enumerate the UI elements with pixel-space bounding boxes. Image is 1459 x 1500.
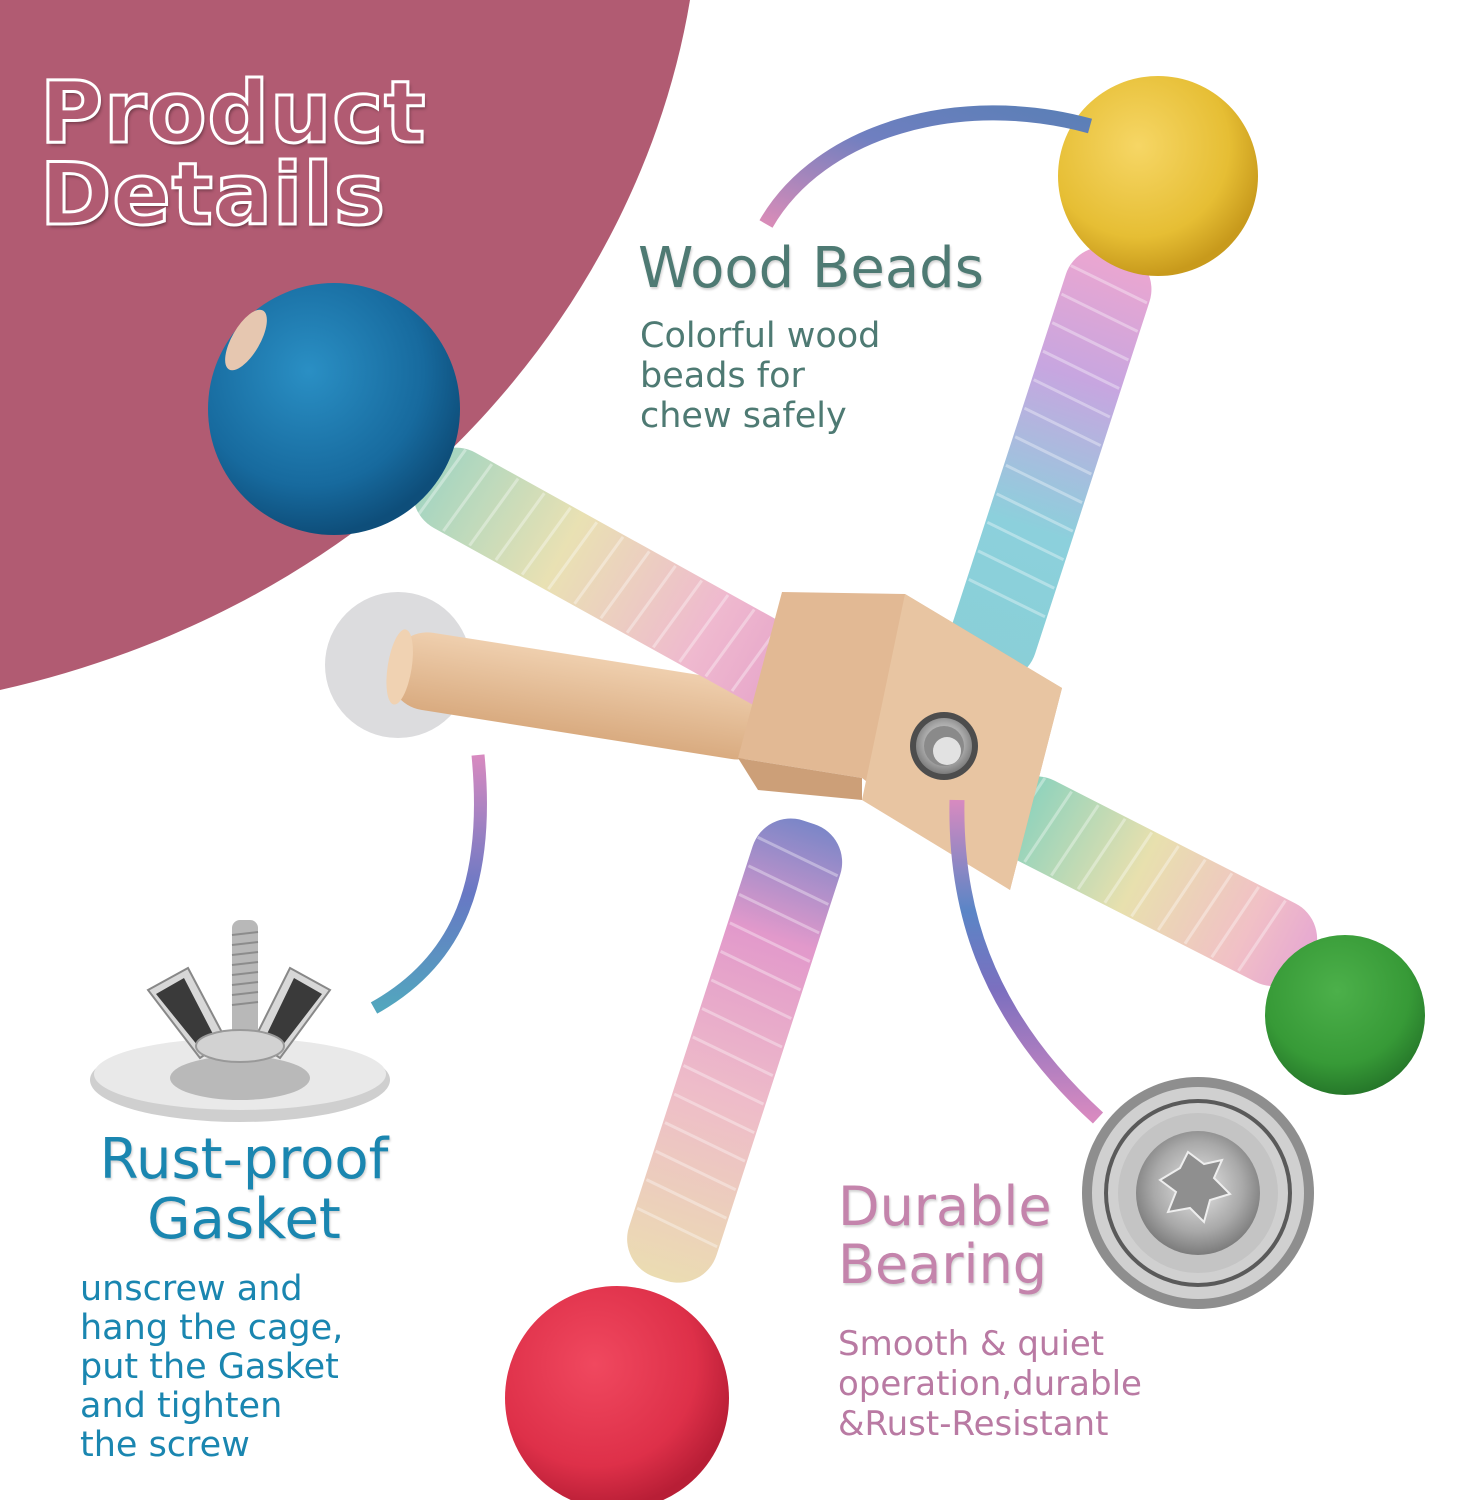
bead-green [1265, 935, 1425, 1095]
rope-arm-top-left [413, 447, 838, 722]
title-line-2: Details [38, 145, 387, 245]
wing-nut-gasket [90, 920, 390, 1122]
rope-arm-bottom-left [627, 818, 843, 1283]
feature-heading-gasket: Rust-proof Gasket [99, 1127, 389, 1252]
rope-arm-top-right [949, 246, 1152, 682]
callout-line-gasket [370, 754, 487, 1014]
feature-body-wood-beads: Colorful wood beads for chew safely [640, 316, 881, 436]
feature-body-bearing: Smooth & quiet operation,durable &Rust-R… [838, 1324, 1142, 1444]
feature-body-gasket: unscrew and hang the cage, put the Gaske… [80, 1269, 344, 1465]
bead-red [505, 1286, 729, 1500]
page-title: Product Details [38, 63, 427, 245]
callout-line-wood-beads [759, 105, 1092, 228]
bead-blue [208, 283, 460, 535]
rope-arm-bottom-right [992, 776, 1318, 987]
bead-yellow [1058, 76, 1258, 276]
feature-heading-wood-beads: Wood Beads [638, 236, 984, 301]
callout-line-bearing [949, 799, 1104, 1124]
bearing-closeup [1082, 1077, 1314, 1309]
wood-dowel [386, 629, 776, 760]
center-bearing-bolt [910, 712, 978, 780]
title-line-1: Product [38, 63, 427, 163]
feature-heading-bearing: Durable Bearing [838, 1175, 1052, 1296]
